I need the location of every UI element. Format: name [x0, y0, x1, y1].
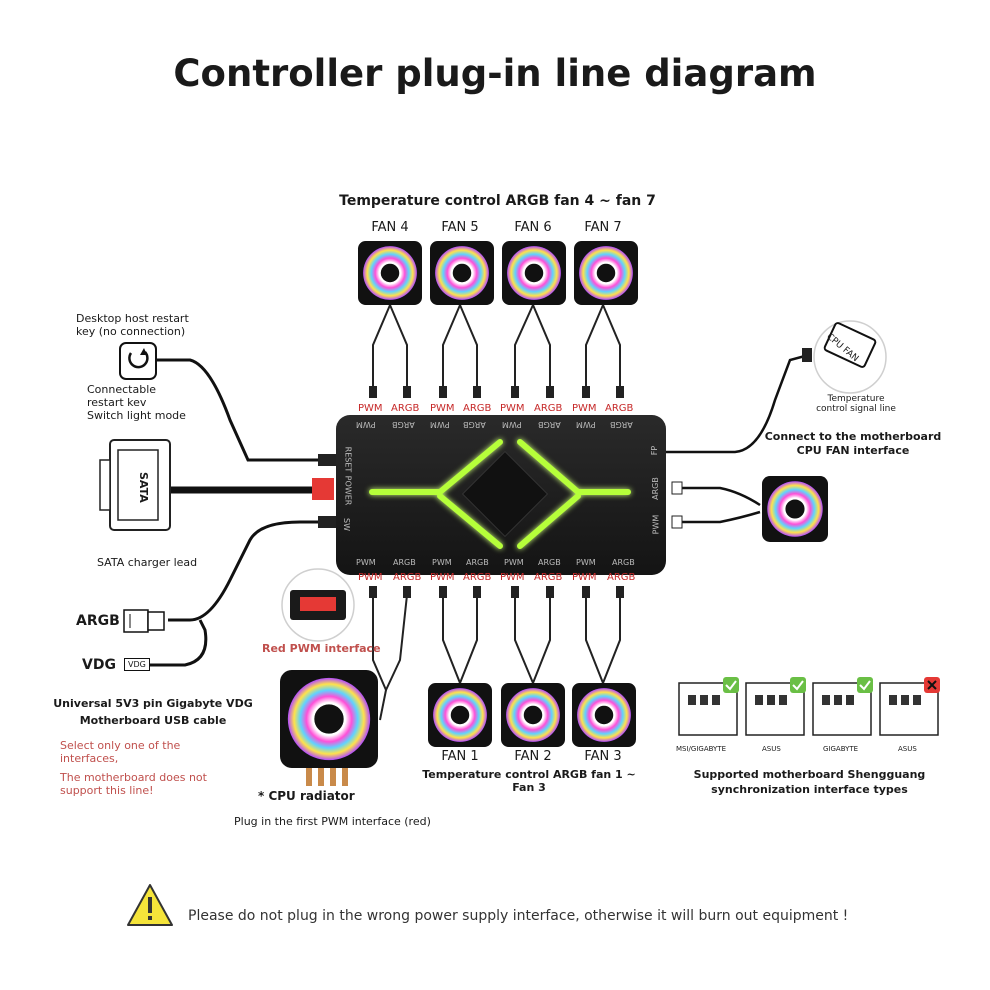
- restart-key-icon: [119, 342, 157, 380]
- sata-connector-text: SATA: [137, 472, 150, 503]
- argb-plug-label: ARGB: [76, 613, 120, 629]
- port-label-argb: ARGB: [534, 403, 563, 414]
- red-pwm-interface-label: Red PWM interface: [262, 642, 381, 655]
- hub-label-pwm: PWM: [356, 558, 376, 567]
- top-fan-wires: [372, 302, 621, 390]
- fan-2-icon: [501, 683, 565, 747]
- port-label-pwm: PWM: [500, 572, 525, 583]
- hub-label-power: POWER: [343, 475, 353, 506]
- argb-plug-icon: [123, 609, 165, 633]
- fan-6-label: FAN 6: [514, 220, 552, 235]
- cross-icon: [924, 677, 940, 693]
- hub-label-argb: ARGB: [538, 420, 561, 429]
- sync-header-label: ASUS: [762, 745, 781, 753]
- hub-label-pwm: PWM: [430, 420, 450, 429]
- hub-label-argb: ARGB: [393, 558, 416, 567]
- hub-label-argb: ARGB: [466, 558, 489, 567]
- port-label-argb: ARGB: [463, 403, 492, 414]
- hub-label-pwm: PWM: [504, 558, 524, 567]
- vdg-plug-tag: VDG: [124, 658, 150, 671]
- sw-plug: [318, 516, 336, 528]
- fan-4-label: FAN 4: [371, 220, 409, 235]
- sync-header-label: GIGABYTE: [823, 745, 859, 753]
- cpu-radiator-caption: Plug in the first PWM interface (red): [234, 815, 431, 828]
- sync-header-boxes: [678, 682, 939, 736]
- port-label-argb: ARGB: [607, 572, 636, 583]
- port-label-pwm: PWM: [572, 403, 597, 414]
- fan-4-icon: [358, 241, 422, 305]
- hub-label-argb: ARGB: [650, 477, 660, 500]
- check-icon: [723, 677, 873, 693]
- fan-7-icon: [574, 241, 638, 305]
- fans-layer: [280, 241, 828, 786]
- hub-label-sw: SW: [342, 518, 351, 531]
- hub-label-pwm: PWM: [356, 420, 376, 429]
- port-label-argb: ARGB: [391, 403, 420, 414]
- hub-label-argb: ARGB: [392, 420, 415, 429]
- cpu-radiator-label: * CPU radiator: [258, 789, 355, 803]
- port-label-pwm: PWM: [430, 403, 455, 414]
- hub-led-strip: [369, 439, 631, 549]
- fan-2-label: FAN 2: [514, 749, 552, 764]
- fan-7-label: FAN 7: [584, 220, 622, 235]
- hub-label-pwm: PWM: [576, 420, 596, 429]
- hub-label-argb: ARGB: [612, 558, 635, 567]
- fan-5-icon: [430, 241, 494, 305]
- top-group-label: Temperature control ARGB fan 4 ~ fan 7: [339, 193, 656, 209]
- fan-3-label: FAN 3: [584, 749, 622, 764]
- hub-label-argb: ARGB: [610, 420, 633, 429]
- port-label-pwm: PWM: [572, 572, 597, 583]
- fan-6-icon: [502, 241, 566, 305]
- page-title: Controller plug-in line diagram: [173, 52, 817, 95]
- hub-label-pwm: PWM: [432, 558, 452, 567]
- fan-3-icon: [572, 683, 636, 747]
- footer-warning-text: Please do not plug in the wrong power su…: [188, 908, 849, 924]
- port-label-pwm: PWM: [358, 572, 383, 583]
- hub-label-argb: ARGB: [538, 558, 561, 567]
- sata-connector-icon: [99, 439, 171, 531]
- hub-center-window: [461, 450, 549, 538]
- cpu-heatpipes: [306, 768, 348, 786]
- hub-label-pwm: PWM: [576, 558, 596, 567]
- fan-5-label: FAN 5: [441, 220, 479, 235]
- sync-header-label: MSI/GIGABYTE: [676, 745, 727, 753]
- sync-header-pins: [688, 695, 921, 705]
- sata-caption: SATA charger lead: [97, 556, 198, 569]
- port-label-pwm: PWM: [430, 572, 455, 583]
- hub-label-pwm: PWM: [651, 514, 661, 535]
- port-label-argb: ARGB: [463, 572, 492, 583]
- sync-header-label: ASUS: [898, 745, 917, 753]
- reset-plug: [318, 454, 336, 466]
- port-label-pwm: PWM: [500, 403, 525, 414]
- fan-1-label: FAN 1: [441, 749, 479, 764]
- port-label-argb: ARGB: [393, 572, 422, 583]
- right-wires: [666, 354, 806, 524]
- top-plugs: [369, 386, 624, 398]
- hub-label-pwm: PWM: [502, 420, 522, 429]
- hub-label-reset: RESET: [343, 446, 353, 473]
- bottom-group-label: Temperature control ARGB fan 1 ~ Fan 3: [422, 768, 636, 794]
- port-label-pwm: PWM: [358, 403, 383, 414]
- red-power-port: [312, 478, 334, 500]
- side-fan-icon: [762, 476, 828, 542]
- hub-label-argb: ARGB: [463, 420, 486, 429]
- bottom-plugs: [369, 586, 624, 598]
- fan-1-icon: [428, 683, 492, 747]
- port-label-argb: ARGB: [534, 572, 563, 583]
- vdg-plug-label: VDG: [82, 657, 116, 673]
- port-label-argb: ARGB: [605, 403, 634, 414]
- hub-label-fp: FP: [650, 445, 660, 456]
- cpu-radiator-fan-icon: [280, 670, 378, 768]
- left-wires: [150, 358, 336, 667]
